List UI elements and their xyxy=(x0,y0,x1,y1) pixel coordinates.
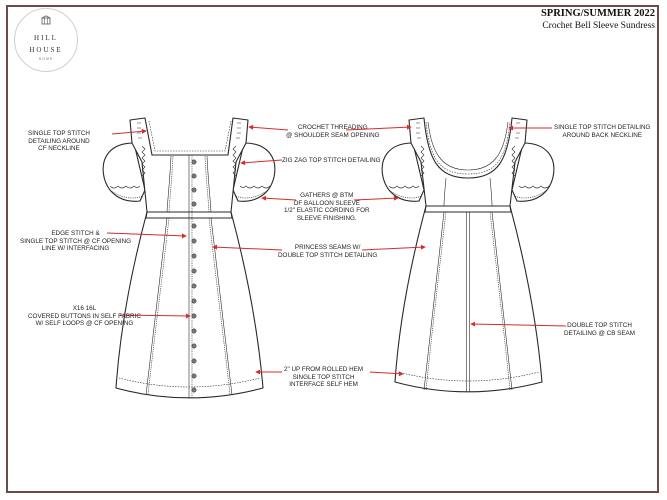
back-neck-facing xyxy=(427,121,509,171)
back-dress xyxy=(381,117,555,393)
tech-pack-sheet xyxy=(6,5,659,493)
annotation-buttons: X16 16L COVERED BUTTONS IN SELF FABRIC W… xyxy=(28,305,141,328)
style-name: Crochet Bell Sleeve Sundress xyxy=(542,21,655,31)
arrow-crochet-threading xyxy=(248,124,289,131)
annotation-princess-seams: PRINCESS SEAMS W/ DOUBLE TOP STITCH DETA… xyxy=(278,244,378,259)
house-icon xyxy=(41,15,51,25)
annotation-neckline-front: SINGLE TOP STITCH DETAILING AROUND CF NE… xyxy=(28,130,90,153)
arrow-hem-back xyxy=(369,371,404,377)
annotation-gathers: GATHERS @ BTM OF BALLOON SLEEVE 1/2" ELA… xyxy=(284,192,370,222)
arrow-princess-seams xyxy=(212,244,283,251)
arrow-gathers xyxy=(261,195,297,201)
annotation-neckline-back: SINGLE TOP STITCH DETAILING AROUND BACK … xyxy=(554,124,651,139)
front-buttons xyxy=(191,159,197,393)
arrow-buttons xyxy=(119,313,191,319)
arrow-gathers-back xyxy=(353,195,399,201)
annotation-hem: 2" UP FROM ROLLED HEM SINGLE TOP STITCH … xyxy=(284,366,364,389)
callout-arrows xyxy=(106,124,567,377)
front-right-sleeve xyxy=(232,142,276,202)
back-skirt xyxy=(394,205,543,393)
annotation-cb-seam: DOUBLE TOP STITCH DETAILING @ CB SEAM xyxy=(564,322,636,337)
annotation-crochet-threading: CROCHET THREADING @ SHOULDER SEAM OPENIN… xyxy=(286,124,380,139)
back-bodice xyxy=(408,117,528,207)
arrow-princess-seams-back xyxy=(361,244,426,251)
back-right-sleeve xyxy=(511,142,555,202)
arrow-cb-seam xyxy=(470,321,567,327)
annotation-zigzag: ZIG ZAG TOP STITCH DETAILING xyxy=(282,157,381,164)
arrow-crochet-threading-back xyxy=(345,124,412,131)
logo-text-home: HOME xyxy=(38,57,54,61)
logo-text-hill: HILL xyxy=(34,34,58,42)
annotation-edge-stitch: EDGE STITCH & SINGLE TOP STITCH @ CF OPE… xyxy=(20,230,132,253)
back-waistband xyxy=(424,205,512,213)
brand-logo: HILL HOUSE HOME xyxy=(14,8,78,72)
arrow-neckline-front xyxy=(111,128,147,135)
arrow-edge-stitch xyxy=(106,232,187,239)
season-title: SPRING/SUMMER 2022 xyxy=(540,8,655,19)
logo-text-house: HOUSE xyxy=(29,46,63,54)
arrow-zigzag xyxy=(240,159,283,166)
